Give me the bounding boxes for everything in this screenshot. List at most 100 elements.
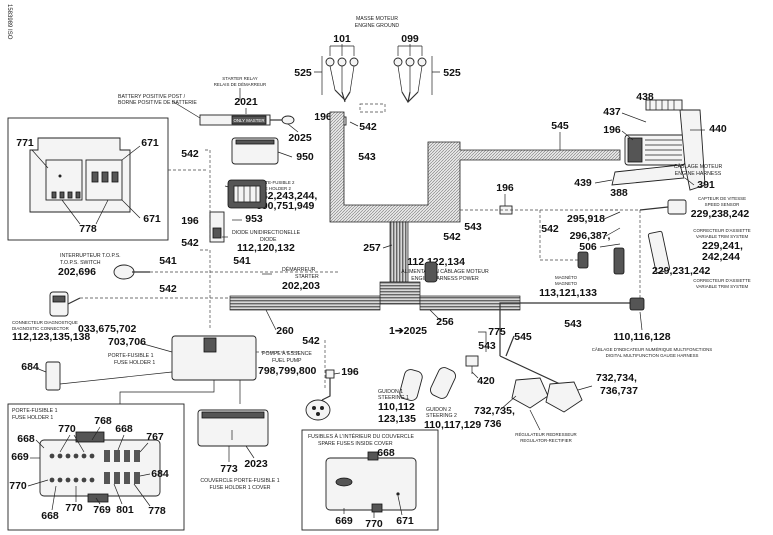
fuel-pump-connector-icon [305, 399, 331, 421]
callout-202-696: 202,696 [58, 266, 96, 278]
power-caption-fr: ALIMENTATION CÂBLAGE MOTEUR [401, 268, 489, 275]
callout-110-112: 110,112 [378, 401, 415, 413]
callout-668-top: 668 [17, 433, 35, 445]
callout-296-387: 296,387, [570, 230, 611, 242]
fuel-pump-caption-fr: POMPE À ESSENCE [262, 350, 312, 357]
callout-202-203: 202,203 [282, 280, 320, 292]
connector-196-pump-icon [325, 369, 335, 379]
callout-440: 440 [709, 123, 727, 135]
steering-1-caption-fr: GUIDON 1 [378, 389, 403, 395]
callout-196-harness: 196 [603, 124, 621, 136]
harness-caption-en: ENGINE HARNESS [675, 171, 722, 177]
callout-801: 801 [116, 504, 134, 516]
cover-caption-en: FUSE HOLDER 1 COVER [209, 485, 270, 491]
fh1-box-caption-en: FUSE HOLDER 1 [12, 415, 53, 421]
diag-caption-fr: CONNECTEUR DIAGNOSTIQUE [12, 320, 78, 325]
engine-power-connector-icon [424, 261, 438, 283]
trim-caption-fr: CORRECTEUR D'ASSIETTE [693, 228, 751, 233]
callout-260: 260 [276, 325, 294, 337]
callout-950: 950 [296, 151, 314, 163]
tops-caption-en: T.O.P.S. SWITCH [60, 260, 101, 266]
callout-543-right: 543 [564, 318, 582, 330]
callout-229-231-242: 229,231,242 [652, 265, 711, 277]
fuse-holder-1-detail-box [7, 403, 185, 531]
callout-684-detail: 684 [151, 468, 169, 480]
callout-703-706: 703,706 [108, 336, 146, 348]
callout-671-spare: 671 [396, 515, 414, 527]
callout-257: 257 [363, 242, 381, 254]
diag-caption-en: DIAGNOSTIC CONNECTOR [12, 326, 69, 331]
starter-relay-caption-fr: RELAIS DE DÉMARREUR [214, 82, 266, 87]
callout-420: 420 [477, 375, 495, 387]
fh1-box-caption-fr: PORTE-FUSIBLE 1 [12, 408, 58, 414]
callout-2023: 2023 [244, 458, 268, 470]
starter-caption-fr: DÉMARREUR [282, 266, 316, 273]
conduit-main [229, 221, 630, 311]
callout-770-top: 770 [58, 423, 76, 435]
fuse-holder-1-caption-en: FUSE HOLDER 1 [114, 360, 155, 366]
callout-953: 953 [245, 213, 263, 225]
callout-229-238-242: 229,238,242 [691, 208, 750, 220]
callout-671-bottom: 671 [143, 213, 161, 225]
callout-773: 773 [220, 463, 238, 475]
trim-caption-en: VARIABLE TRIM SYSTEM [696, 234, 749, 239]
fuse-holder-2-caption-fr: PORTE-FUSIBLE 2 [256, 180, 295, 185]
callout-439: 439 [574, 177, 592, 189]
magneto-caption-en: MAGNETO [555, 281, 578, 286]
callout-525-right: 525 [443, 67, 461, 79]
steering-2-caption-fr: GUIDON 2 [426, 407, 451, 413]
ring-terminal-icon [281, 115, 295, 125]
harness-caption-fr: CÂBLAGE MOTEUR [674, 163, 723, 170]
drawing-code: 1583989 ISO [6, 4, 12, 40]
callout-545-top: 545 [551, 120, 569, 132]
gauge-caption-fr: CÂBLAGE D'INDICATEUR NUMÉRIQUE MULTIFONC… [592, 347, 713, 352]
callout-778-detail: 778 [79, 223, 97, 235]
tops-caption-fr: INTERRUPTEUR T.O.P.S. [60, 253, 121, 259]
power-caption-en: ENGINE HARNESS POWER [411, 276, 479, 282]
tops-switch-icon [113, 264, 135, 280]
trim2-caption-fr: CORRECTEUR D'ASSIETTE [693, 278, 751, 283]
callout-775: 775 [488, 326, 506, 338]
engine-ground-caption-fr: MASSE MOTEUR [356, 16, 398, 22]
engine-harness-connector [611, 99, 706, 191]
starter-relay-group: STARTER RELAY RELAIS DE DÉMARREUR BATTER… [118, 76, 377, 144]
speed-sensor-icon [667, 199, 687, 215]
callout-196-center: 196 [496, 182, 514, 194]
magneto-connector-icon [577, 251, 589, 269]
battery-post-caption-fr: BORNE POSITIVE DE BATTERIE [118, 100, 197, 106]
ground-terminals [325, 57, 427, 103]
diode-caption-fr: DIODE UNIDIRECTIONELLE [232, 230, 301, 236]
steering-2-connector-icon [430, 367, 456, 399]
callout-438: 438 [636, 91, 654, 103]
steering-2-caption-en: STEERING 2 [426, 413, 457, 419]
callout-229-241: 229,241, [702, 240, 743, 252]
fuse-holder-1-caption-fr: PORTE-FUSIBLE 1 [108, 353, 154, 359]
callout-2021: 2021 [234, 96, 258, 108]
trim-connector-2-icon [613, 247, 625, 275]
callout-778-bottom: 778 [148, 505, 166, 517]
callout-196-diode: 196 [181, 215, 199, 227]
callout-545-lower: 545 [514, 331, 532, 343]
callout-525-left: 525 [294, 67, 312, 79]
callout-388: 388 [610, 187, 628, 199]
callout-196-pump: 196 [341, 366, 359, 378]
gauge-caption-en: DIGITAL MULTIFUNCTION GAUGE HARNESS [606, 353, 699, 358]
callout-033-675-702: 033,675,702 [78, 323, 137, 335]
gauge-harness-connector-icon [629, 297, 645, 311]
callout-768: 768 [94, 415, 112, 427]
callout-542-center: 542 [443, 231, 461, 243]
callout-542-lower: 542 [302, 335, 320, 347]
spare-fuses-caption-en: SPARE FUSES INSIDE COVER [318, 441, 393, 447]
callout-113-121-133: 113,121,133 [539, 287, 597, 299]
callout-669-left: 669 [11, 451, 29, 463]
callout-196-top: 196 [314, 111, 332, 123]
callout-1-2025: 1➔2025 [389, 325, 427, 337]
connector-684-icon [45, 361, 61, 391]
fuel-pump-caption-en: FUEL PUMP [272, 358, 302, 364]
callout-242-243-244: 242,243,244, [256, 190, 317, 202]
callout-669-spare: 669 [335, 515, 353, 527]
callout-2025: 2025 [288, 132, 312, 144]
trim2-caption-en: VARIABLE TRIM SYSTEM [696, 284, 749, 289]
callout-684-left: 684 [21, 361, 39, 373]
callout-295-918: 295,918 [567, 213, 605, 225]
